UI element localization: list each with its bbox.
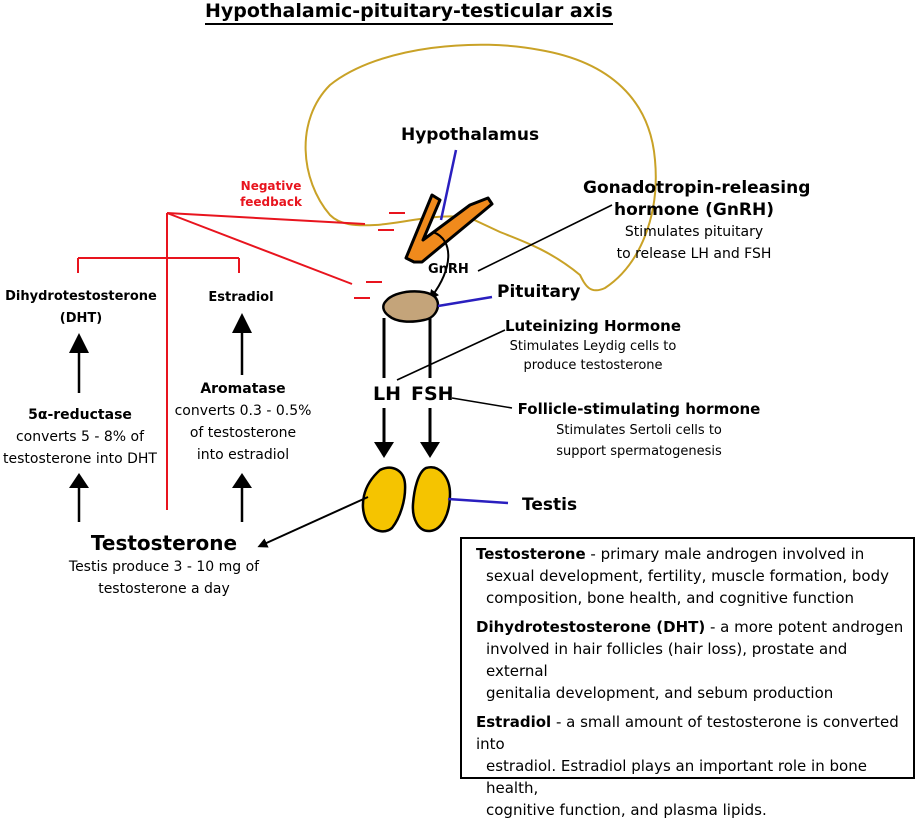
fsh-label: FSH bbox=[411, 383, 454, 405]
aromatase-line2: of testosterone bbox=[189, 425, 297, 441]
lh-desc-line1: Stimulates Leydig cells to bbox=[509, 339, 677, 354]
aromatase-block: Aromatase converts 0.3 - 0.5% of testost… bbox=[168, 378, 318, 466]
hypothalamus-shape bbox=[404, 193, 494, 264]
fsh-arrowhead bbox=[420, 442, 440, 458]
testosterone-title: Testosterone bbox=[90, 531, 238, 555]
dht-line2: (DHT) bbox=[59, 311, 103, 326]
gnrh-label-pointer bbox=[477, 204, 613, 272]
dht-def-line1: - a more potent androgen bbox=[705, 618, 904, 636]
lh-title: Luteinizing Hormone bbox=[504, 317, 682, 335]
reductase-line2: testosterone into DHT bbox=[3, 451, 157, 467]
estradiol-definition: Estradiol - a small amount of testostero… bbox=[476, 711, 907, 821]
page-title: Hypothalamic-pituitary-testicular axis bbox=[205, 0, 613, 25]
testis-left-shape bbox=[361, 466, 407, 533]
arrowhead-aromatase bbox=[232, 473, 252, 488]
gnrh-desc-line2: to release LH and FSH bbox=[616, 246, 772, 262]
reductase-block: 5α-reductase converts 5 - 8% of testoste… bbox=[0, 404, 160, 470]
dht-line1: Dihydrotestosterone bbox=[5, 289, 157, 304]
testosterone-def-line3: composition, bone health, and cognitive … bbox=[486, 589, 855, 607]
fsh-desc-pointer bbox=[451, 397, 513, 409]
definitions-box: Testosterone - primary male androgen inv… bbox=[460, 537, 915, 819]
lh-label: LH bbox=[373, 383, 402, 405]
reductase-title: 5α-reductase bbox=[28, 407, 132, 423]
aromatase-title: Aromatase bbox=[200, 381, 286, 397]
fsh-desc-line2: support spermatogenesis bbox=[556, 444, 722, 459]
testis-right-shape bbox=[411, 466, 452, 533]
pituitary-label: Pituitary bbox=[497, 282, 581, 302]
estradiol-def-line2: estradiol. Estradiol plays an important … bbox=[486, 757, 867, 797]
hypothalamus-pointer bbox=[439, 149, 458, 221]
negative-feedback-lines bbox=[77, 212, 405, 510]
estradiol-def-line1: - a small amount of testosterone is conv… bbox=[476, 713, 899, 753]
lh-description: Luteinizing Hormone Stimulates Leydig ce… bbox=[498, 315, 688, 375]
estradiol-term: Estradiol bbox=[476, 713, 552, 731]
gnrh-title-line1: Gonadotropin-releasing bbox=[583, 178, 811, 198]
dht-definition: Dihydrotestosterone (DHT) - a more poten… bbox=[476, 616, 907, 704]
hypothalamus-label: Hypothalamus bbox=[401, 125, 540, 145]
testis-pointer bbox=[447, 497, 509, 505]
fsh-title: Follicle-stimulating hormone bbox=[517, 400, 761, 418]
dht-def-line2: involved in hair follicles (hair loss), … bbox=[486, 640, 848, 680]
testosterone-term: Testosterone bbox=[476, 545, 586, 563]
testosterone-def-line2: sexual development, fertility, muscle fo… bbox=[486, 567, 890, 585]
dht-term: Dihydrotestosterone (DHT) bbox=[476, 618, 706, 636]
fsh-desc-line1: Stimulates Sertoli cells to bbox=[556, 423, 722, 438]
lh-desc-pointer bbox=[396, 329, 506, 381]
lh-arrowhead bbox=[374, 442, 394, 458]
gnrh-description: Gonadotropin-releasing hormone (GnRH) St… bbox=[583, 177, 811, 265]
gnrh-title-line2: hormone (GnRH) bbox=[613, 200, 775, 220]
testosterone-desc-line1: Testis produce 3 - 10 mg of bbox=[68, 559, 260, 575]
dht-block: Dihydrotestosterone (DHT) bbox=[0, 286, 162, 330]
estradiol-label: Estradiol bbox=[208, 290, 274, 305]
estradiol-def-line3: cognitive function, and plasma lipids. bbox=[486, 801, 767, 819]
aromatase-line3: into estradiol bbox=[196, 447, 290, 463]
testosterone-block: Testosterone Testis produce 3 - 10 mg of… bbox=[64, 530, 264, 600]
testosterone-definition: Testosterone - primary male androgen inv… bbox=[476, 543, 907, 609]
fsh-description: Follicle-stimulating hormone Stimulates … bbox=[514, 398, 764, 462]
negative-feedback-label: Negative feedback bbox=[240, 179, 302, 209]
pituitary-shape bbox=[382, 290, 440, 323]
testosterone-def-line1: - primary male androgen involved in bbox=[585, 545, 865, 563]
gnrh-curved-arrow bbox=[428, 231, 450, 300]
arrowhead-dht bbox=[69, 333, 89, 353]
dht-def-line3: genitalia development, and sebum product… bbox=[486, 684, 834, 702]
testosterone-desc-line2: testosterone a day bbox=[98, 581, 230, 597]
gnrh-desc-line1: Stimulates pituitary bbox=[624, 224, 764, 240]
lh-desc-line2: produce testosterone bbox=[523, 358, 663, 373]
testis-to-testosterone-arrow bbox=[257, 496, 369, 548]
reductase-line1: converts 5 - 8% of bbox=[15, 429, 145, 445]
testis-label: Testis bbox=[522, 495, 578, 515]
arrowhead-reductase bbox=[69, 473, 89, 488]
gnrh-short-label: GnRH bbox=[428, 262, 469, 277]
aromatase-line1: converts 0.3 - 0.5% bbox=[174, 403, 312, 419]
pituitary-pointer bbox=[437, 295, 493, 308]
arrowhead-estradiol bbox=[232, 313, 252, 333]
diagram-graphics bbox=[69, 43, 657, 548]
